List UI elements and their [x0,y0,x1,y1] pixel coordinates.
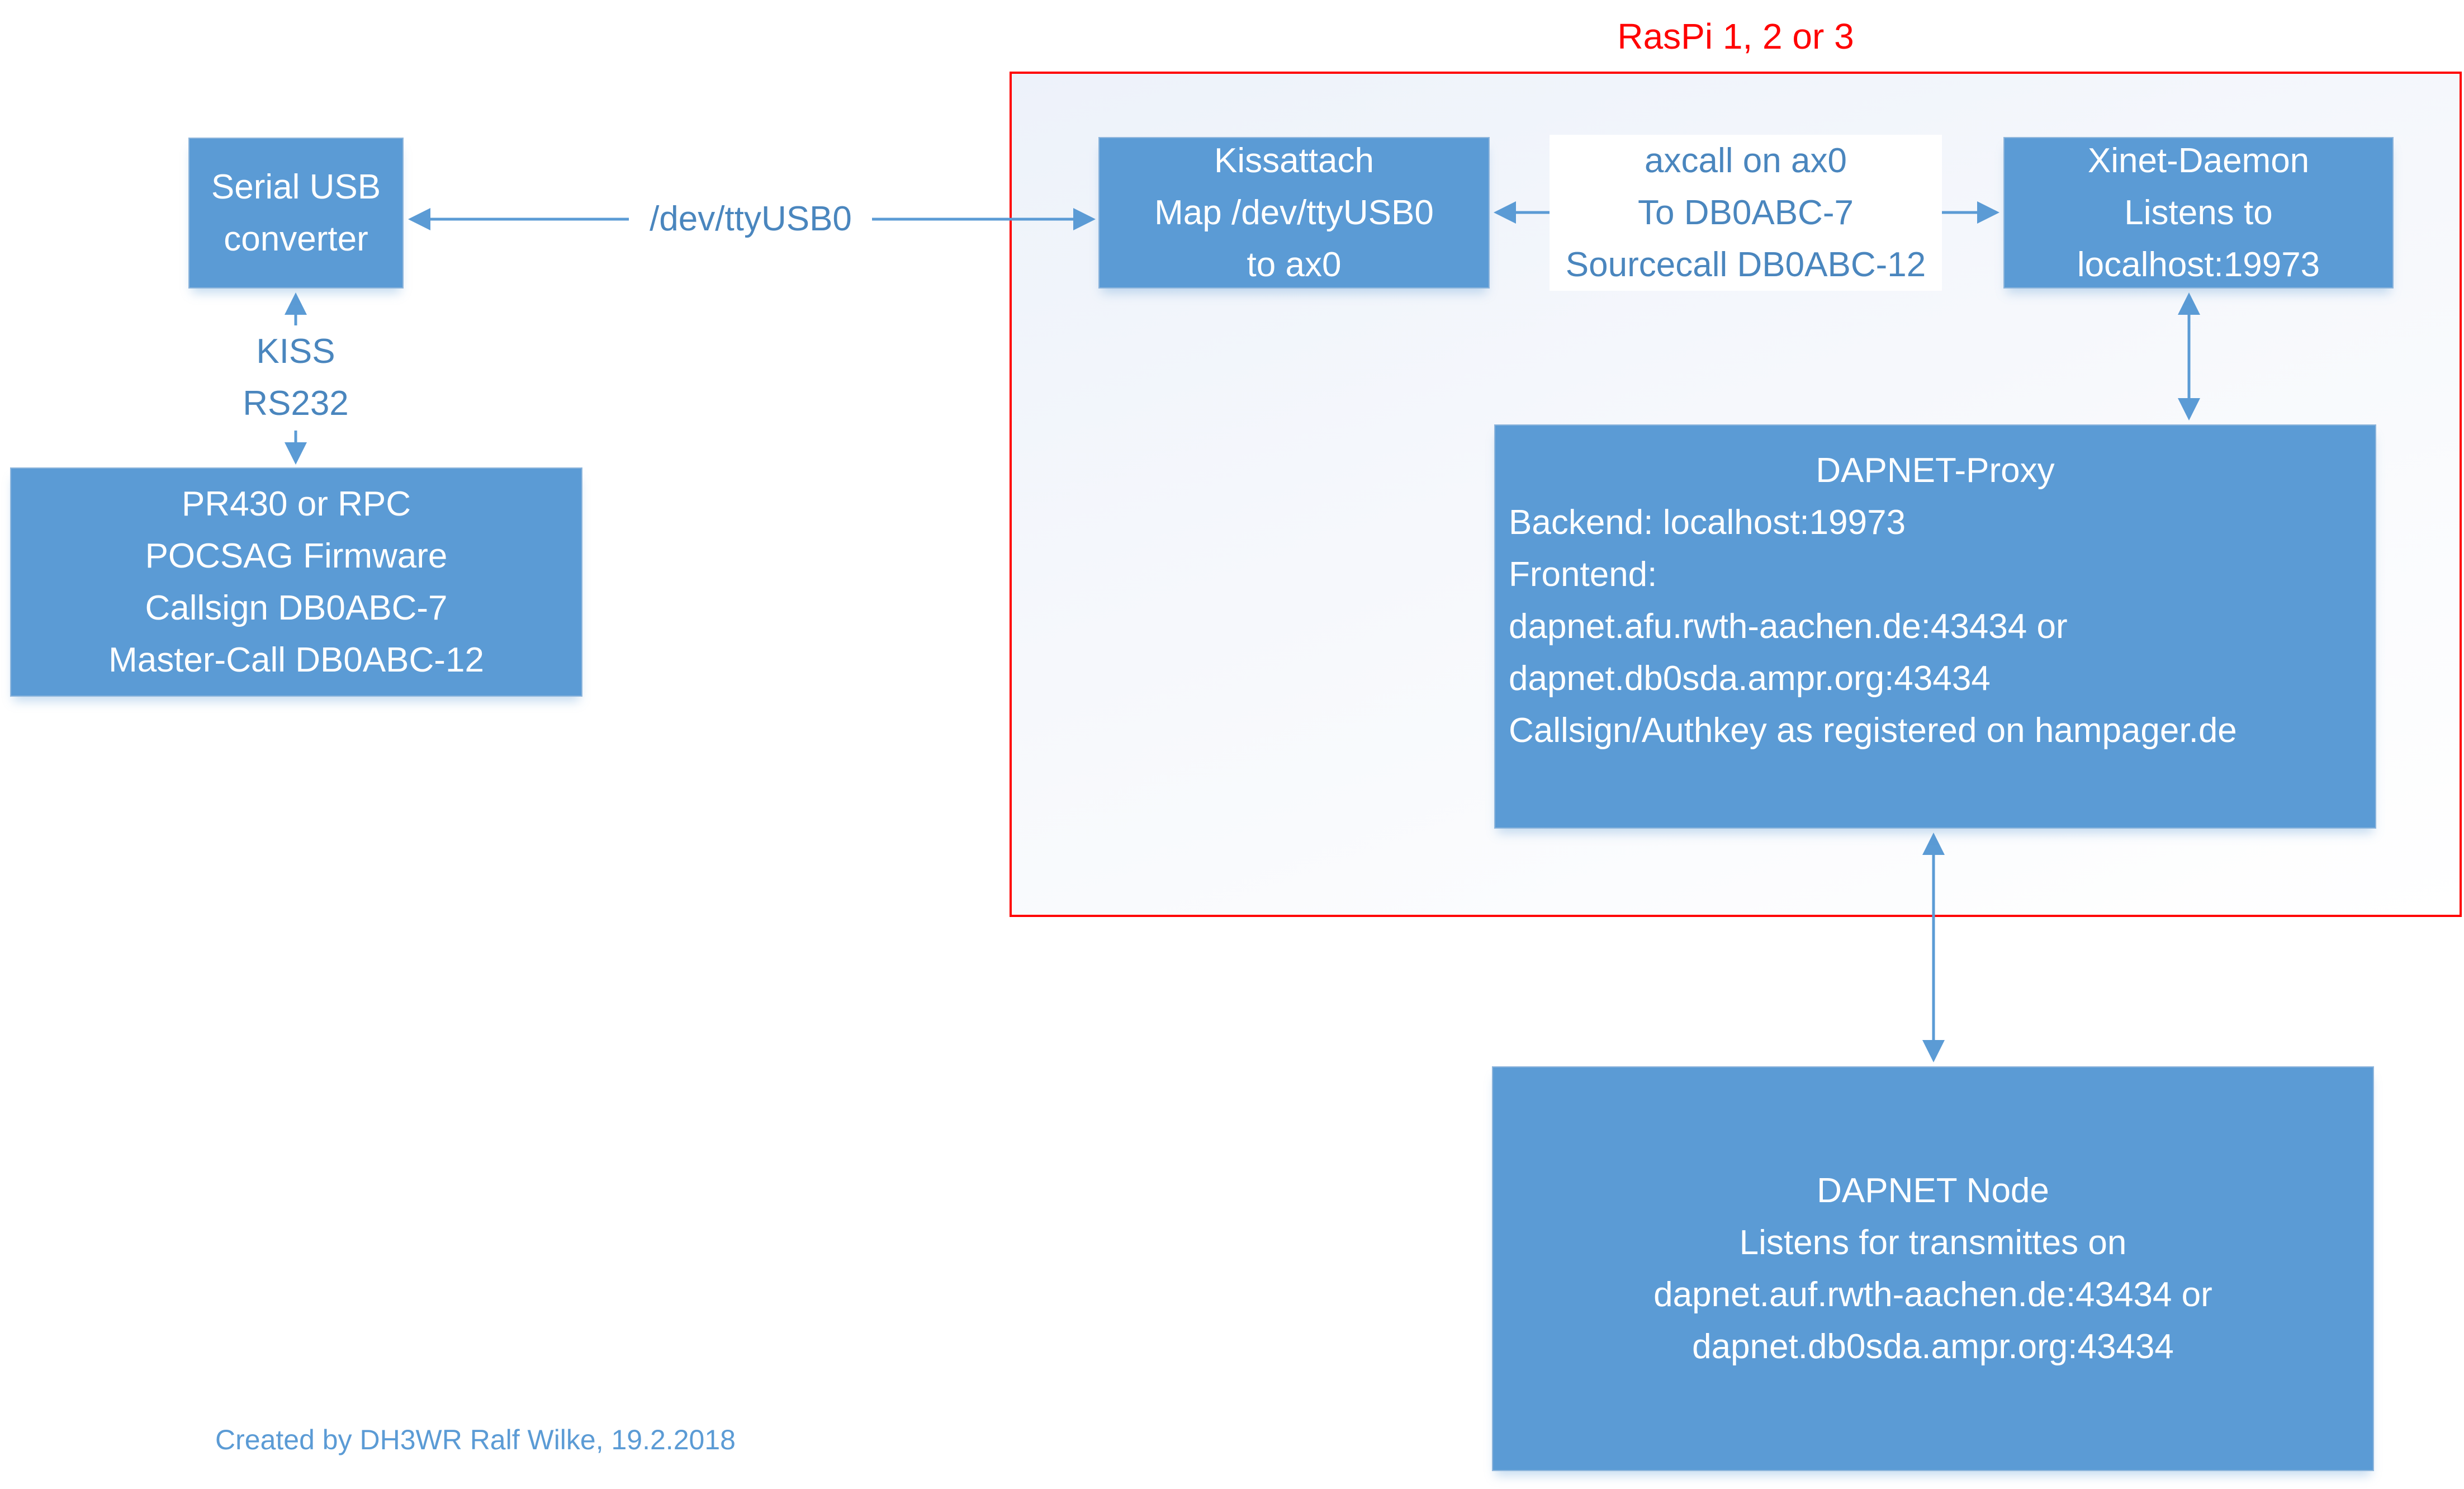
node-line: localhost:19973 [2077,245,2320,284]
node-line: dapnet.db0sda.ampr.org:43434 [1509,659,1991,698]
dapnet-proxy-node: DAPNET-Proxy Backend: localhost:19973 Fr… [1494,424,2376,829]
axcall-line: axcall on ax0 [1645,141,1847,180]
node-line: PR430 or RPC [181,485,411,523]
axcall-line: Sourcecall DB0ABC-12 [1565,245,1926,284]
pr430-node: PR430 or RPC POCSAG Firmware Callsign DB… [10,467,582,697]
node-line: Map /dev/ttyUSB0 [1154,193,1434,232]
node-line: dapnet.afu.rwth-aachen.de:43434 or [1509,607,2068,646]
node-line: Frontend: [1509,555,1657,594]
node-line: Master-Call DB0ABC-12 [108,641,484,679]
node-line: Callsign DB0ABC-7 [145,589,448,627]
axcall-line: To DB0ABC-7 [1638,193,1854,232]
xinet-daemon-node: Xinet-Daemon Listens to localhost:19973 [2003,137,2394,289]
tty-usb-label: /dev/ttyUSB0 [650,200,852,238]
node-line: POCSAG Firmware [145,537,448,575]
node-line: Serial USB [211,168,381,206]
rs232-label: RS232 [243,384,349,423]
node-line: DAPNET Node [1817,1171,2049,1210]
axcall-label: axcall on ax0 To DB0ABC-7 Sourcecall DB0… [1550,135,1942,291]
dapnet-proxy-title: DAPNET-Proxy [1816,451,2055,490]
raspi-title: RasPi 1, 2 or 3 [1617,16,1854,56]
node-line: Xinet-Daemon [2087,141,2310,180]
node-line: Listens to [2124,193,2273,232]
kiss-rs232-label: KISS RS232 [212,325,380,429]
node-line: converter [224,220,368,258]
author-credit: Created by DH3WR Ralf Wilke, 19.2.2018 [215,1424,736,1455]
node-line: dapnet.auf.rwth-aachen.de:43434 or [1653,1275,2212,1314]
kissattach-node: Kissattach Map /dev/ttyUSB0 to ax0 [1098,137,1490,289]
node-line: Callsign/Authkey as registered on hampag… [1509,711,2237,750]
node-line: Kissattach [1214,141,1375,180]
serial-usb-converter-node: Serial USB converter [188,138,404,289]
kiss-label: KISS [256,332,335,371]
node-line: to ax0 [1247,245,1342,284]
dapnet-node: DAPNET Node Listens for transmittes on d… [1492,1066,2374,1471]
node-line: Listens for transmittes on [1739,1223,2127,1262]
node-line: dapnet.db0sda.ampr.org:43434 [1692,1327,2174,1366]
node-line: Backend: localhost:19973 [1509,503,1906,542]
